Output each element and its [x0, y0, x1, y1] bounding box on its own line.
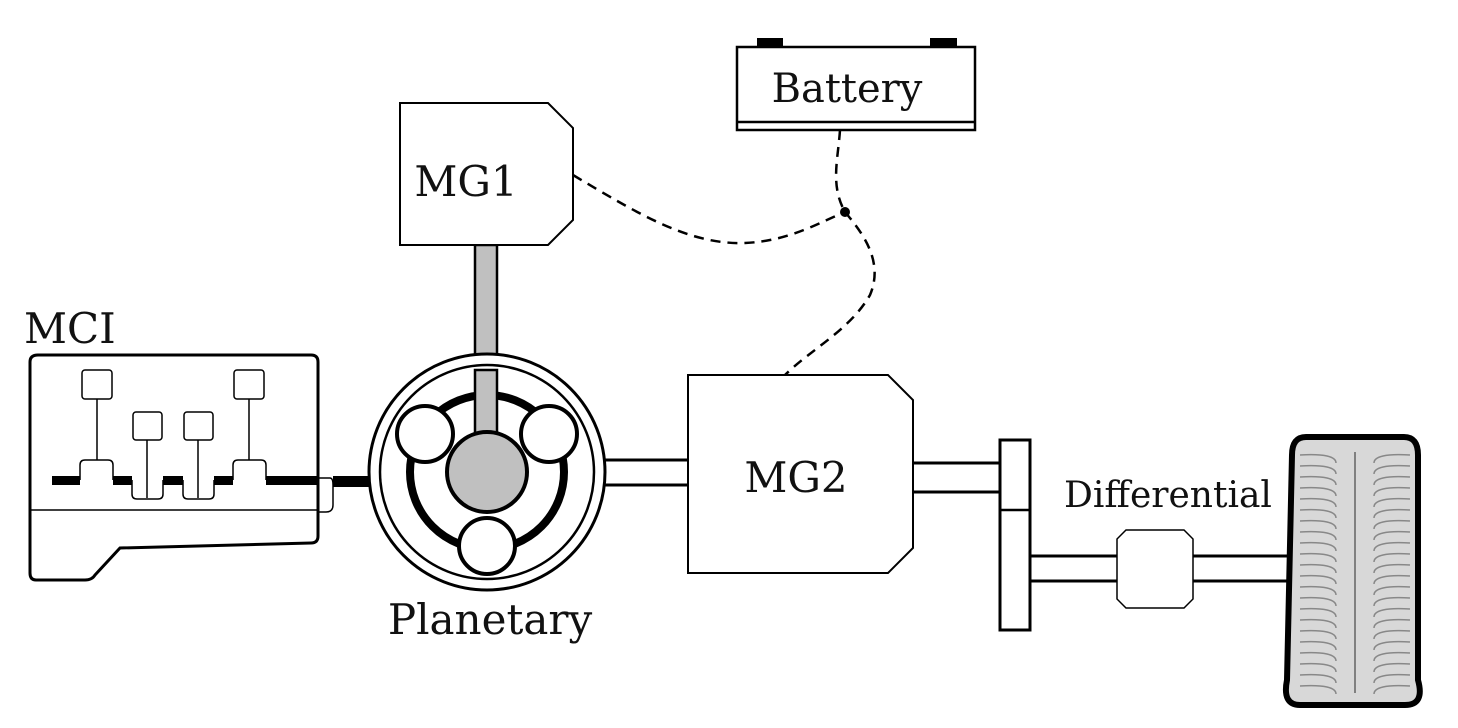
tread-mark [1373, 541, 1411, 552]
tread-mark [1299, 508, 1337, 519]
planet-gear-right [519, 404, 579, 464]
tread-mark [1373, 530, 1411, 541]
tread-mark [1373, 486, 1411, 497]
tread-mark [1299, 662, 1337, 673]
reduction-gear [998, 438, 1032, 632]
wire-junction [840, 207, 850, 217]
tread-mark [1373, 618, 1411, 629]
axle-shaft [1030, 554, 1292, 583]
electrical-wiring [572, 129, 876, 376]
tread-mark [1373, 574, 1411, 585]
tread-mark [1373, 475, 1411, 486]
mg2-label: MG2 [744, 453, 847, 502]
tread-mark [1299, 585, 1337, 596]
tread-mark [1373, 596, 1411, 607]
wheel-tire [1282, 434, 1423, 708]
tread-mark [1373, 585, 1411, 596]
tread-mark [1373, 684, 1411, 695]
tread-mark [1299, 475, 1337, 486]
mg1-label: MG1 [414, 157, 517, 206]
mg2: MG2 [687, 374, 914, 574]
tread-mark [1299, 640, 1337, 651]
differential-body [1116, 529, 1194, 609]
mg2-output-shaft [913, 461, 1000, 494]
tread-mark [1299, 530, 1337, 541]
mg1-body [399, 102, 574, 246]
tread-mark [1373, 552, 1411, 563]
battery-body [735, 45, 977, 132]
wire-battery [834, 129, 847, 213]
differential-label: Differential [1064, 475, 1272, 516]
engine: MCI [24, 304, 334, 582]
engine-label: MCI [24, 304, 116, 353]
wire-mg2 [784, 211, 876, 376]
tread-mark [1373, 519, 1411, 530]
reduction-gear-body [998, 438, 1032, 632]
planet-gear-bottom [457, 516, 517, 576]
engine-flywheel [317, 477, 334, 513]
tread-mark [1373, 464, 1411, 475]
tread-mark [1299, 519, 1337, 530]
tread-mark [1299, 563, 1337, 574]
tread-mark [1373, 497, 1411, 508]
tread-mark [1373, 640, 1411, 651]
battery: Battery [735, 38, 977, 132]
tread-mark [1299, 453, 1337, 464]
battery-label: Battery [772, 66, 923, 112]
tread-mark [1299, 486, 1337, 497]
tread-mark [1299, 629, 1337, 640]
tread-mark [1373, 453, 1411, 464]
tread-mark [1299, 596, 1337, 607]
tread-mark [1299, 618, 1337, 629]
tread-mark [1373, 607, 1411, 618]
mg1: MG1 [399, 102, 574, 472]
planetary-ring-gear [378, 363, 596, 581]
mg2-body [687, 374, 914, 574]
tread-mark [1299, 552, 1337, 563]
tread-mark [1299, 541, 1337, 552]
wire-mg1 [572, 173, 846, 245]
tread-mark [1299, 464, 1337, 475]
engine-crankshaft [52, 476, 318, 485]
tread-mark [1299, 684, 1337, 695]
engine-pistons [79, 369, 267, 500]
planetary-gear: Planetary [367, 352, 607, 644]
sun-gear [445, 430, 529, 514]
planet-gear-left [395, 404, 455, 464]
tread-mark [1373, 662, 1411, 673]
planetary-output-shaft [605, 458, 688, 487]
tread-mark [1299, 607, 1337, 618]
tread-mark [1299, 574, 1337, 585]
battery-terminal-positive [930, 38, 957, 48]
tread-mark [1373, 508, 1411, 519]
tread-mark [1373, 673, 1411, 684]
tire-body [1282, 434, 1423, 708]
tread-mark [1299, 651, 1337, 662]
tread-mark [1373, 651, 1411, 662]
planetary-label: Planetary [388, 595, 593, 644]
tread-mark [1373, 563, 1411, 574]
tire-tread [1299, 453, 1411, 695]
tread-mark [1299, 497, 1337, 508]
battery-terminal-negative [757, 38, 783, 48]
sun-shaft [473, 368, 499, 442]
differential: Differential [1064, 475, 1272, 609]
engine-block [28, 353, 320, 582]
tread-mark [1373, 629, 1411, 640]
tread-mark [1299, 673, 1337, 684]
